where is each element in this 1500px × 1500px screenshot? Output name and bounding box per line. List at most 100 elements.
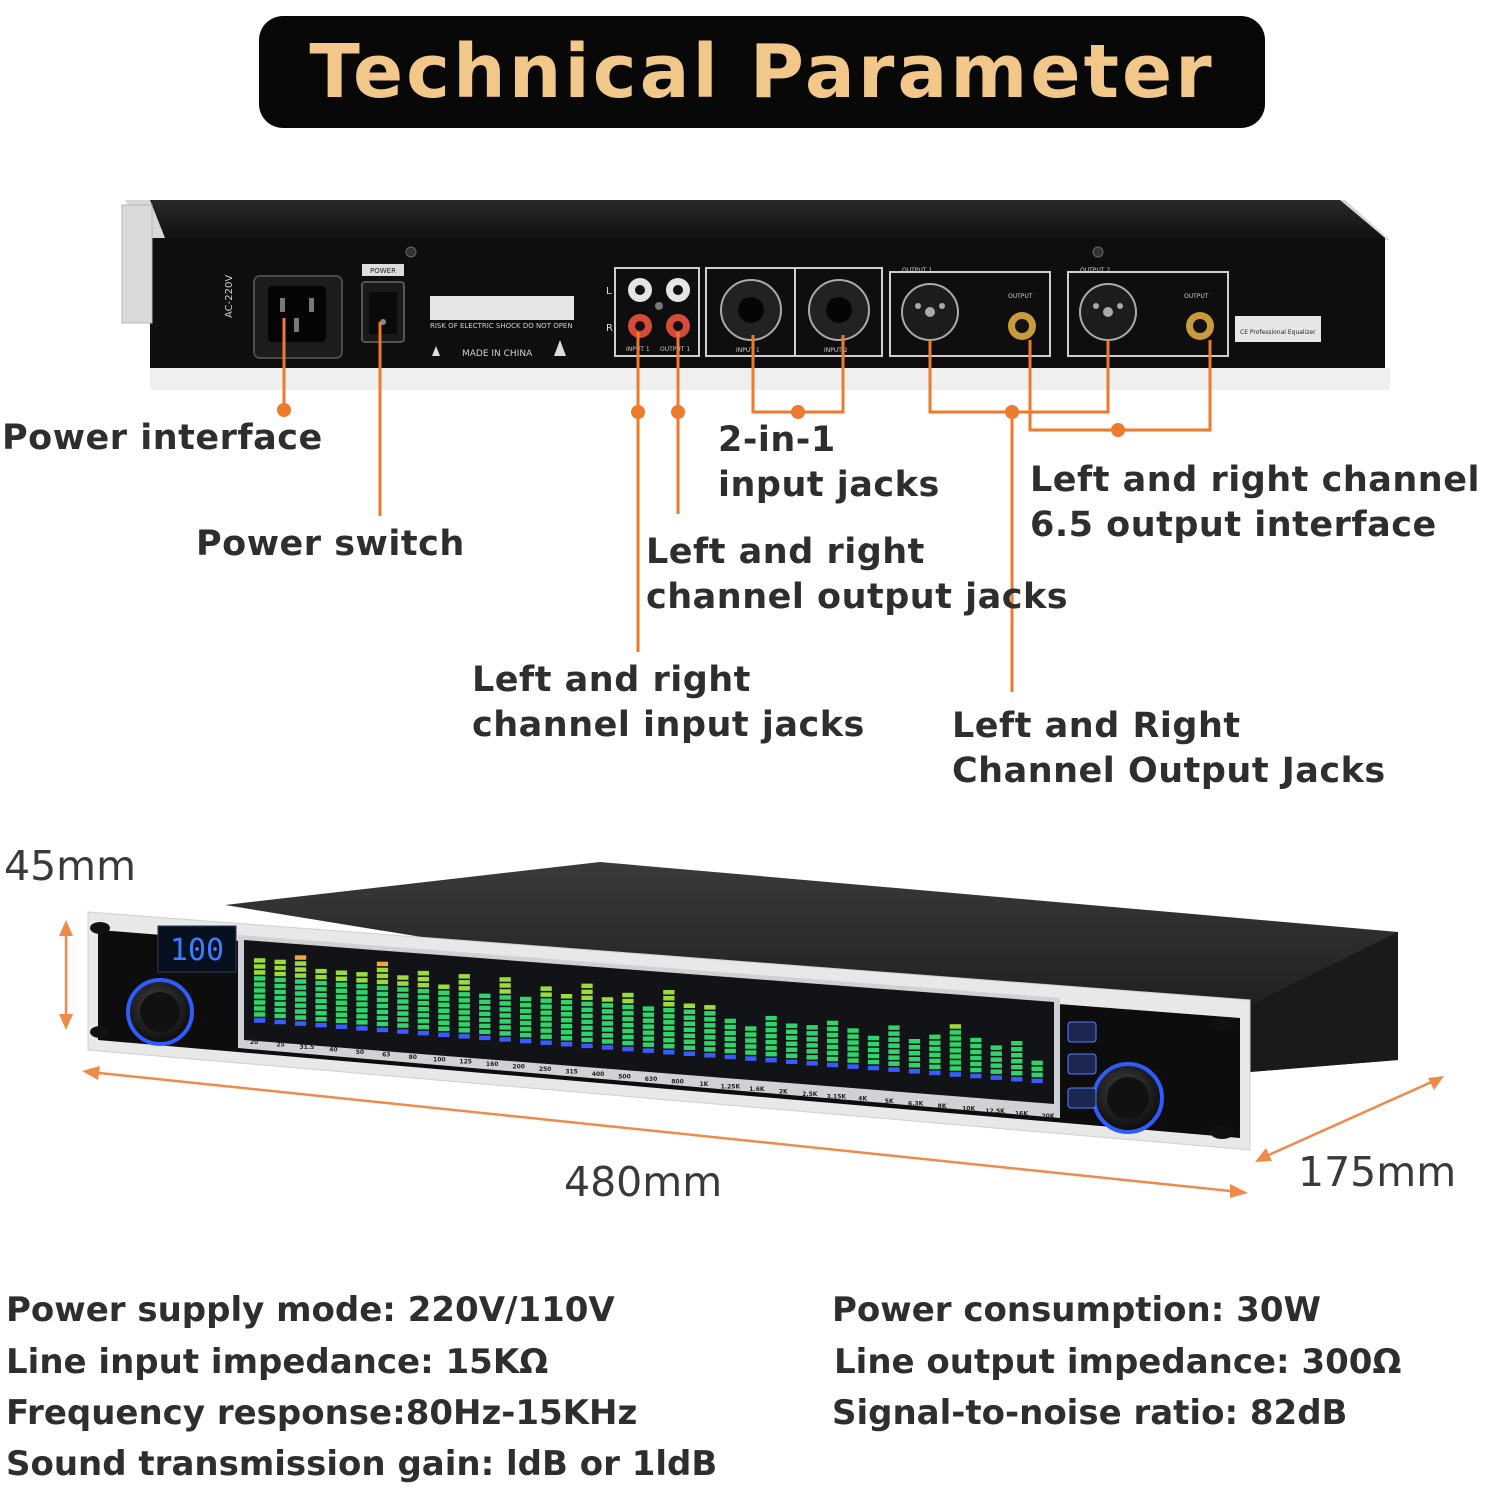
eq-meter-segment <box>520 996 532 1002</box>
eq-meter-segment <box>601 1027 614 1032</box>
eq-meter-segment <box>581 1037 593 1043</box>
page-title: Technical Parameter <box>309 29 1215 115</box>
eq-band-label: 80 <box>409 1054 417 1061</box>
eq-meter-segment <box>560 994 573 999</box>
eq-meter-segment <box>806 1043 818 1048</box>
eq-meter-segment <box>376 1027 389 1033</box>
eq-meter-segment <box>867 1053 880 1059</box>
eq-meter-segment <box>806 1049 818 1054</box>
eq-band-label: 315 <box>565 1069 578 1076</box>
dimension-height: 45mm <box>4 842 137 890</box>
eq-meter-segment <box>499 1019 511 1024</box>
eq-meter-segment <box>540 1040 552 1045</box>
eq-meter-segment <box>601 1033 614 1038</box>
eq-meter-segment <box>724 1042 736 1048</box>
eq-meter-segment <box>438 1002 450 1007</box>
output-1-block: OUTPUT 1 OUTPUT <box>889 267 1051 357</box>
eq-meter-segment <box>294 997 307 1002</box>
eq-meter-segment <box>663 1044 675 1049</box>
eq-meter-segment <box>499 995 511 1000</box>
eq-meter-segment <box>663 996 675 1001</box>
eq-meter-segment <box>356 1008 368 1013</box>
eq-meter-segment <box>622 1046 634 1052</box>
eq-band-label: 200 <box>512 1064 525 1071</box>
eq-meter-segment <box>499 1013 511 1018</box>
eq-meter-segment <box>540 1034 552 1039</box>
eq-meter-segment <box>704 1047 716 1052</box>
eq-meter-segment <box>847 1064 859 1069</box>
label-2in1-line1: 2-in-1 <box>718 420 836 460</box>
eq-meter-segment <box>499 989 511 994</box>
eq-meter-segment <box>1031 1078 1043 1084</box>
rack-hole <box>90 922 110 934</box>
eq-meter-segment <box>622 1034 634 1040</box>
eq-band-label: 20K <box>1042 1113 1055 1120</box>
eq-meter-segment <box>622 1010 634 1016</box>
eq-meter-segment <box>294 973 307 978</box>
rack-hole <box>1210 1017 1234 1031</box>
power-label: POWER <box>370 267 396 275</box>
eq-meter-segment <box>663 1038 675 1043</box>
eq-meter-segment <box>704 1017 716 1022</box>
eq-band-label: 400 <box>592 1071 605 1078</box>
eq-meter-segment <box>724 1024 736 1030</box>
eq-meter-segment <box>254 1018 266 1023</box>
eq-meter-segment <box>683 1015 695 1020</box>
eq-meter-segment <box>376 961 389 967</box>
eq-meter-segment <box>315 980 327 986</box>
eq-meter-segment <box>417 982 429 988</box>
eq-meter-segment <box>663 990 675 995</box>
eq-meter-segment <box>704 1029 716 1034</box>
ac-label: AC-220V <box>224 275 235 318</box>
eq-meter-segment <box>417 1024 429 1030</box>
eq-meter-segment <box>438 1014 450 1019</box>
eq-meter-segment <box>520 1020 532 1026</box>
eq-meter-segment <box>294 979 307 984</box>
eq-meter-segment <box>826 1044 839 1050</box>
screw <box>1092 246 1104 258</box>
spec-power-consumption: Power consumption: 30W <box>832 1290 1321 1330</box>
eq-meter-segment <box>417 976 429 982</box>
eq-meter-segment <box>581 995 593 1001</box>
eq-meter-segment <box>642 1042 655 1047</box>
eq-meter-segment <box>949 1024 961 1029</box>
eq-meter-segment <box>417 1000 429 1006</box>
eq-meter-segment <box>499 1031 511 1036</box>
eq-meter-segment <box>765 1033 777 1039</box>
eq-meter-segment <box>356 1014 368 1019</box>
eq-band-label: 31.5 <box>299 1044 314 1051</box>
eq-meter-segment <box>990 1075 1002 1080</box>
eq-meter-segment <box>581 1013 593 1019</box>
eq-band-label: 20 <box>250 1039 258 1046</box>
eq-meter-segment <box>560 1042 573 1047</box>
eq-meter-segment <box>417 1012 429 1018</box>
eq-meter-segment <box>560 1030 573 1035</box>
eq-meter-segment <box>990 1045 1002 1050</box>
eq-meter-segment <box>274 977 286 983</box>
eq-meter-segment <box>990 1069 1002 1074</box>
eq-meter-segment <box>335 970 348 975</box>
eq-meter-segment <box>335 1006 348 1011</box>
eq-meter-segment <box>929 1064 941 1070</box>
eq-meter-segment <box>254 1012 266 1017</box>
eq-meter-segment <box>315 1016 327 1022</box>
eq-meter-segment <box>254 1000 266 1005</box>
eq-meter-segment <box>642 1036 655 1041</box>
eq-meter-segment <box>949 1048 961 1053</box>
eq-meter-segment <box>438 1026 450 1031</box>
eq-meter-segment <box>520 1032 532 1038</box>
eq-meter-segment <box>356 996 368 1001</box>
dimension-depth: 175mm <box>1298 1148 1457 1196</box>
eq-meter-segment <box>274 995 286 1001</box>
eq-meter-segment <box>376 973 389 979</box>
eq-meter-segment <box>663 1026 675 1031</box>
eq-meter-segment <box>581 1007 593 1013</box>
eq-meter-segment <box>376 967 389 973</box>
eq-meter-segment <box>826 1026 839 1032</box>
eq-meter-segment <box>458 986 470 991</box>
eq-meter-segment <box>254 958 266 963</box>
eq-meter-segment <box>397 981 409 986</box>
rca-left-label: L <box>606 286 612 297</box>
eq-band-label: 1.6K <box>749 1086 765 1093</box>
eq-meter-segment <box>1011 1077 1023 1082</box>
